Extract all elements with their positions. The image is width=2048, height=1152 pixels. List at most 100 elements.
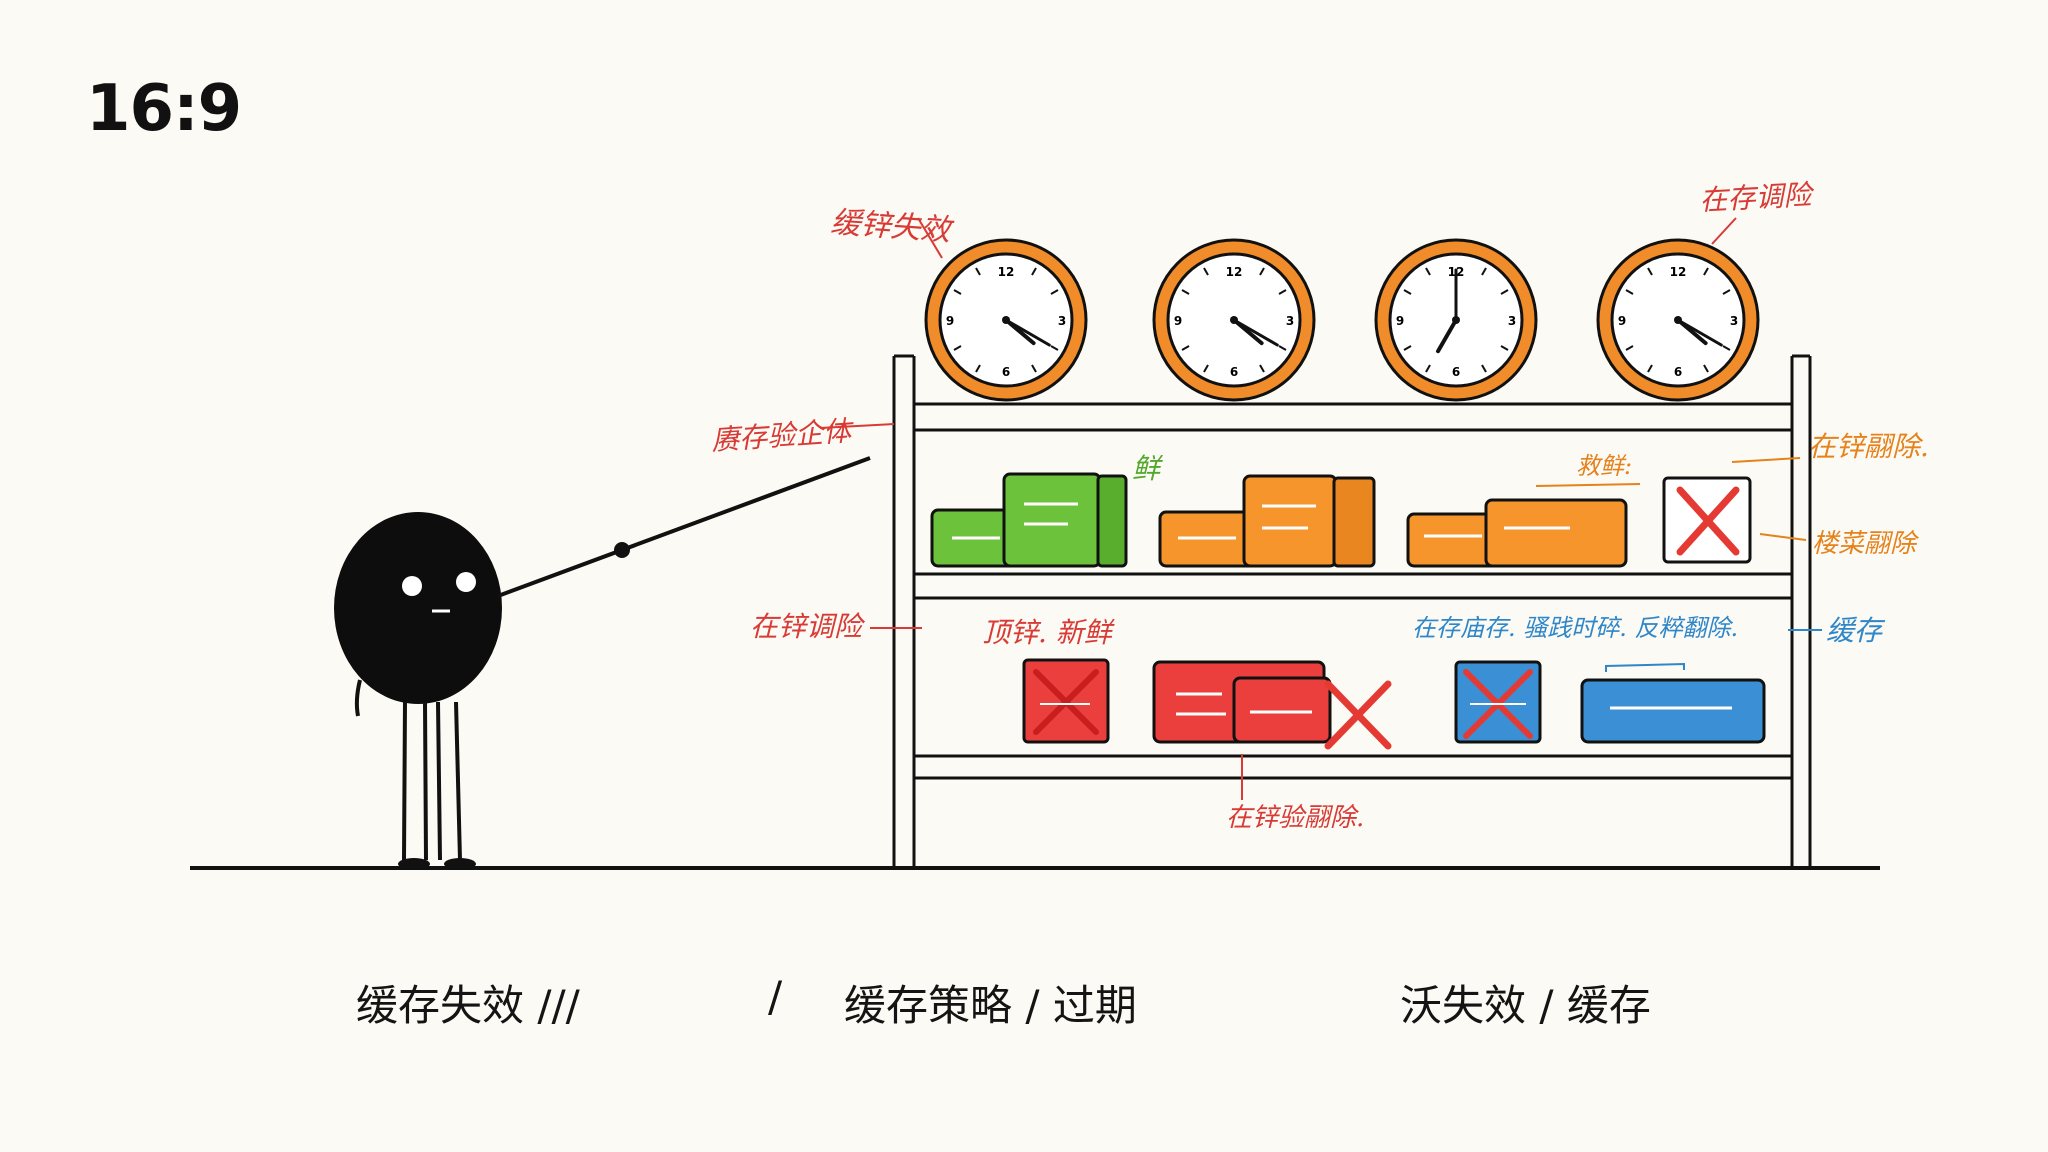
- clock-3-tick: [1500, 345, 1509, 351]
- shelf2-blue-small-box: [1454, 660, 1542, 744]
- clock-2-tick: [1259, 267, 1265, 276]
- green-box-side: [1096, 474, 1128, 568]
- caption-middle: 缓存策略 / 过期: [844, 981, 1137, 1030]
- shelf2-red-boxes: [1152, 660, 1332, 744]
- orange-box-a-side: [1332, 476, 1376, 568]
- red-box-front: [1232, 676, 1332, 744]
- clock-4-numeral-9: 9: [1618, 314, 1626, 328]
- annotation-bottom-note: 在锌验翮除.: [1226, 803, 1364, 833]
- annotation-shelf1-right-bottom: 楼菜翮除: [1812, 529, 1919, 559]
- character-foot-left: [398, 858, 430, 870]
- shelf1-removed-box: [1662, 476, 1752, 564]
- annotation-shelf-left: 赓存验企体: [710, 414, 856, 457]
- green-box-back: [1002, 472, 1102, 568]
- character-foot-right: [444, 858, 476, 870]
- blue-box-bracket: [1605, 662, 1685, 672]
- clock-3-numeral-6: 6: [1452, 365, 1460, 379]
- clock-3-tick: [1481, 364, 1487, 373]
- character-arm-left: [354, 679, 362, 717]
- clock-1-tick: [975, 267, 981, 276]
- clock-1-numeral-12: 12: [998, 265, 1015, 279]
- leader-clock1: [917, 217, 943, 259]
- clock-3-tick: [1481, 267, 1487, 276]
- clock-1: 12 3 6 9: [924, 238, 1088, 402]
- clock-4-tick: [1722, 289, 1731, 295]
- clock-1-numeral-9: 9: [946, 314, 954, 328]
- clock-2-numeral-12: 12: [1226, 265, 1243, 279]
- orange-box-a-back: [1242, 474, 1338, 568]
- orange-box-b-back: [1484, 498, 1628, 568]
- clock-2-tick: [1203, 364, 1209, 373]
- clock-4-tick: [1703, 364, 1709, 373]
- leader-lines: [819, 217, 1822, 800]
- leader-shelf1-right-bottom: [1759, 533, 1807, 541]
- clock-1-numeral-3: 3: [1058, 314, 1066, 328]
- character-leg-right: [436, 701, 442, 861]
- character: [334, 456, 871, 870]
- clock-3-numeral-9: 9: [1396, 314, 1404, 328]
- clock-3-tick: [1425, 267, 1431, 276]
- character-eye-right: [456, 572, 476, 592]
- clock-1-numeral-6: 6: [1002, 365, 1010, 379]
- clock-3: 12 3 6 9: [1374, 238, 1538, 402]
- aspect-ratio-label: 16:9: [86, 72, 242, 146]
- annotation-shelf2-blue: 在存庙存. 骚践时碎. 反粹翻除.: [1412, 614, 1738, 642]
- clock-2-tick: [1259, 364, 1265, 373]
- character-leg-left-inner: [423, 701, 428, 861]
- clock-4-tick: [1647, 364, 1653, 373]
- clock-2-tick: [1181, 345, 1190, 351]
- clock-4-pivot: [1674, 316, 1682, 324]
- clock-2-tick: [1278, 289, 1287, 295]
- clock-2-numeral-6: 6: [1230, 365, 1238, 379]
- character-body: [334, 512, 502, 704]
- clock-3-numeral-3: 3: [1508, 314, 1516, 328]
- annotation-clock1: 缓锌失效: [829, 205, 955, 249]
- clock-4-tick: [1625, 289, 1634, 295]
- clock-2: 12 3 6 9: [1152, 238, 1316, 402]
- clock-2-tick: [1203, 267, 1209, 276]
- clock-4-tick: [1722, 345, 1731, 351]
- clock-1-tick: [1050, 345, 1059, 351]
- character-eye-left: [402, 576, 422, 596]
- clock-3-tick: [1403, 345, 1412, 351]
- annotation-shelf1-right-top: 在锌翮除.: [1808, 430, 1929, 463]
- clock-4: 12 3 6 9: [1596, 238, 1760, 402]
- leader-shelf1-right-top: [1731, 457, 1801, 463]
- clock-1-tick: [953, 345, 962, 351]
- clock-2-minute-hand: [1232, 318, 1279, 347]
- clock-1-tick: [975, 364, 981, 373]
- clock-3-hour-hand: [1436, 318, 1458, 354]
- character-leg-right-inner: [454, 701, 462, 861]
- leader-shelf1-mid: [1535, 483, 1641, 487]
- clock-1-tick: [1031, 267, 1037, 276]
- clock-4-tick: [1703, 267, 1709, 276]
- red-cross-2: [1324, 680, 1392, 750]
- clock-2-numeral-3: 3: [1286, 314, 1294, 328]
- shelf-frame: [892, 354, 1812, 866]
- shelf2-red-small-box: [1022, 658, 1110, 744]
- clock-1-minute-hand: [1004, 318, 1051, 347]
- clock-3-tick: [1425, 364, 1431, 373]
- annotation-shelf1-mid: 救鲜:: [1576, 452, 1632, 480]
- shelf2-red-cross: [1324, 680, 1392, 750]
- clock-3-tick: [1403, 289, 1412, 295]
- clock-2-pivot: [1230, 316, 1238, 324]
- clock-3-pivot: [1452, 316, 1460, 324]
- annotation-shelf2-left: 在锌调险: [750, 610, 866, 643]
- pointer-stick: [497, 456, 871, 598]
- shelf1-orange-boxes-a: [1158, 474, 1376, 568]
- caption-right: 沃失效 / 缓存: [1400, 981, 1651, 1030]
- clock-1-tick: [1050, 289, 1059, 295]
- annotation-shelf2-red: 顶锌. 新鲜: [982, 616, 1116, 649]
- clock-4-numeral-6: 6: [1674, 365, 1682, 379]
- clock-1-tick: [1031, 364, 1037, 373]
- annotation-clock4: 在存调险: [1699, 178, 1817, 217]
- clock-4-numeral-3: 3: [1730, 314, 1738, 328]
- clock-4-numeral-12: 12: [1670, 265, 1687, 279]
- removed-box-x-2: [1676, 486, 1740, 556]
- caption-left: 缓存失效 ///: [356, 981, 580, 1030]
- clock-2-tick: [1278, 345, 1287, 351]
- clock-4-tick: [1647, 267, 1653, 276]
